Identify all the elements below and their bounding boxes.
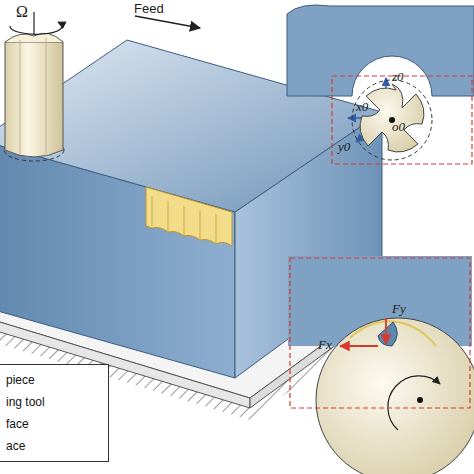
speed-symbol: Ω (16, 4, 28, 20)
force-label: Fx (318, 338, 332, 351)
force-label: Fy (392, 302, 406, 315)
feed-label: Feed (134, 2, 164, 15)
legend-text: ing tool (6, 391, 102, 413)
axis-label: z0 (392, 70, 404, 83)
legend-text: piece (6, 369, 102, 391)
axis-label: x0 (356, 100, 368, 113)
axis-label: y0 (338, 140, 350, 153)
legend-text: face (6, 413, 102, 435)
legend-text: ace (6, 435, 102, 457)
legend-box: pieceing toolfaceace (0, 364, 109, 462)
origin-label: o0 (392, 120, 405, 133)
